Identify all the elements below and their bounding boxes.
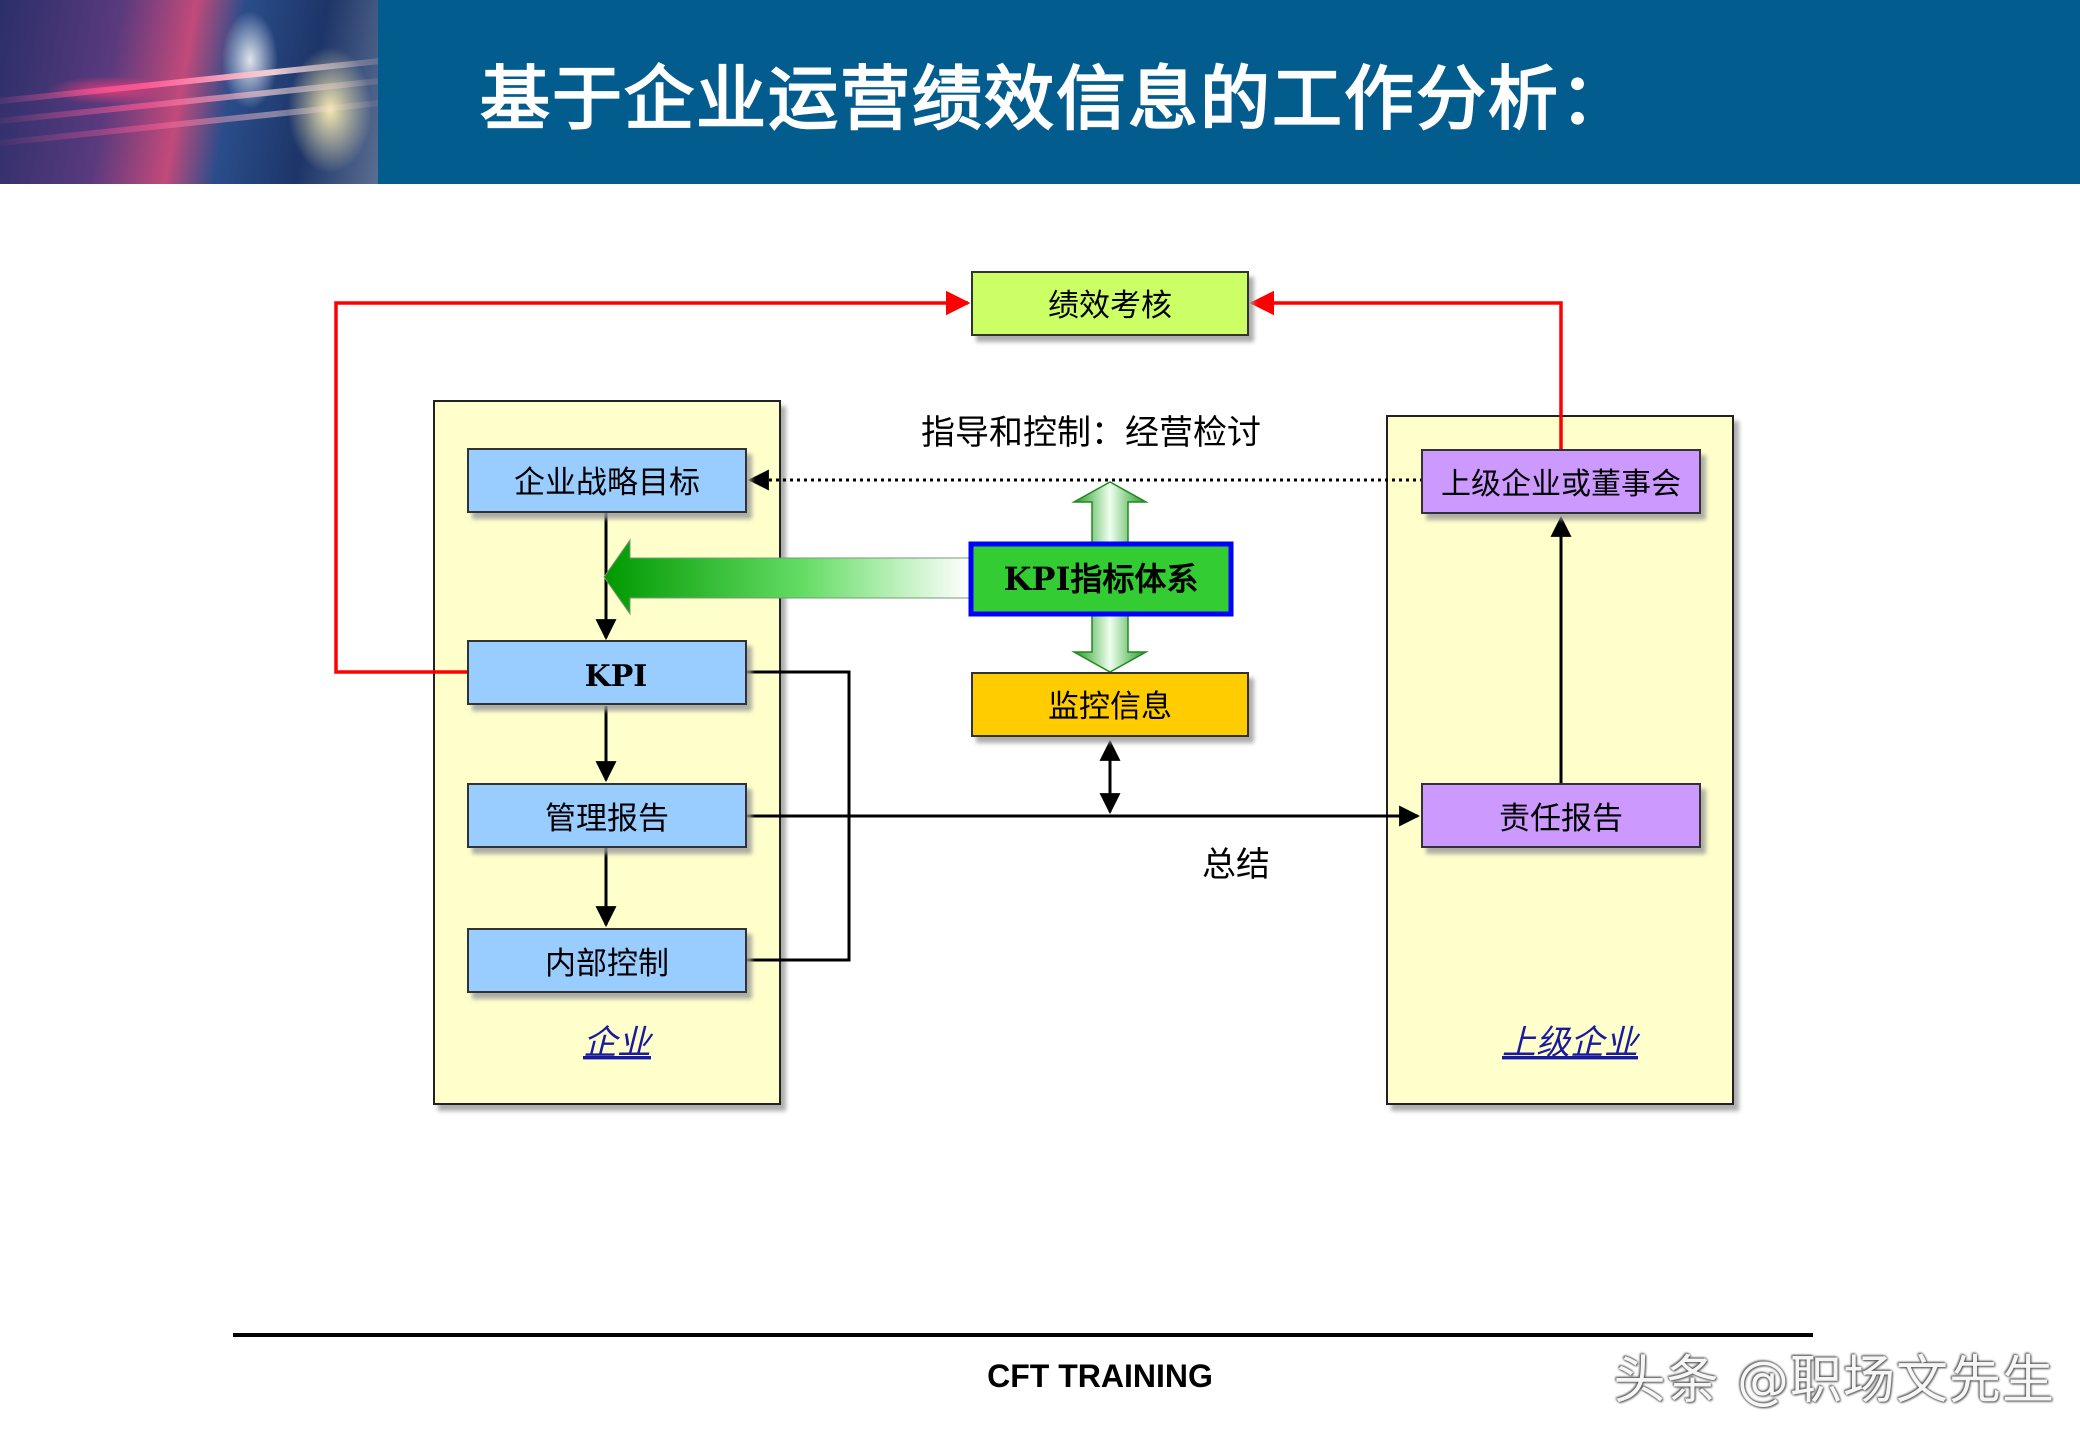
svg-text:监控信息: 监控信息 bbox=[1048, 689, 1172, 725]
superior-caption: 上级企业 bbox=[1502, 1023, 1641, 1063]
watermark: 头条 @职场文先生 bbox=[1613, 1351, 2055, 1411]
header-bar: 基于企业运营绩效信息的工作分析： bbox=[0, 0, 2080, 184]
guidance-label: 指导和控制：经营检讨 bbox=[921, 413, 1261, 453]
svg-text:KPI指标体系: KPI指标体系 bbox=[1004, 560, 1199, 598]
footer-text: CFT TRAINING bbox=[987, 1358, 1213, 1394]
feedback-line-right bbox=[1249, 290, 1563, 452]
svg-text:责任报告: 责任报告 bbox=[1499, 801, 1623, 837]
footer-rule bbox=[233, 1333, 1813, 1337]
box-strategic-goal: 企业战略目标 bbox=[467, 448, 747, 513]
box-responsibility-report: 责任报告 bbox=[1421, 783, 1701, 848]
kpi-system-left-arrow bbox=[603, 538, 971, 616]
enterprise-caption: 企业 bbox=[583, 1023, 654, 1063]
svg-text:KPI: KPI bbox=[585, 659, 648, 694]
header-photo bbox=[0, 0, 378, 184]
kpi-system-up-arrow bbox=[1071, 481, 1149, 546]
feedback-line-left bbox=[334, 290, 971, 674]
summary-label: 总结 bbox=[1202, 845, 1270, 885]
box-performance-review: 绩效考核 bbox=[971, 271, 1249, 336]
svg-text:管理报告: 管理报告 bbox=[545, 801, 669, 837]
svg-text:企业战略目标: 企业战略目标 bbox=[514, 465, 700, 501]
svg-text:绩效考核: 绩效考核 bbox=[1048, 288, 1172, 324]
kpi-system-down-arrow bbox=[1071, 613, 1149, 673]
box-monitor-info: 监控信息 bbox=[971, 672, 1249, 737]
svg-text:内部控制: 内部控制 bbox=[545, 946, 669, 982]
box-management-report: 管理报告 bbox=[467, 783, 747, 848]
box-kpi: KPI bbox=[467, 640, 747, 705]
slide-title: 基于企业运营绩效信息的工作分析： bbox=[480, 57, 1632, 140]
box-board: 上级企业或董事会 bbox=[1421, 449, 1701, 514]
box-internal-control: 内部控制 bbox=[467, 928, 747, 993]
svg-text:上级企业或董事会: 上级企业或董事会 bbox=[1441, 467, 1681, 502]
box-kpi-system: KPI指标体系 bbox=[968, 541, 1234, 617]
